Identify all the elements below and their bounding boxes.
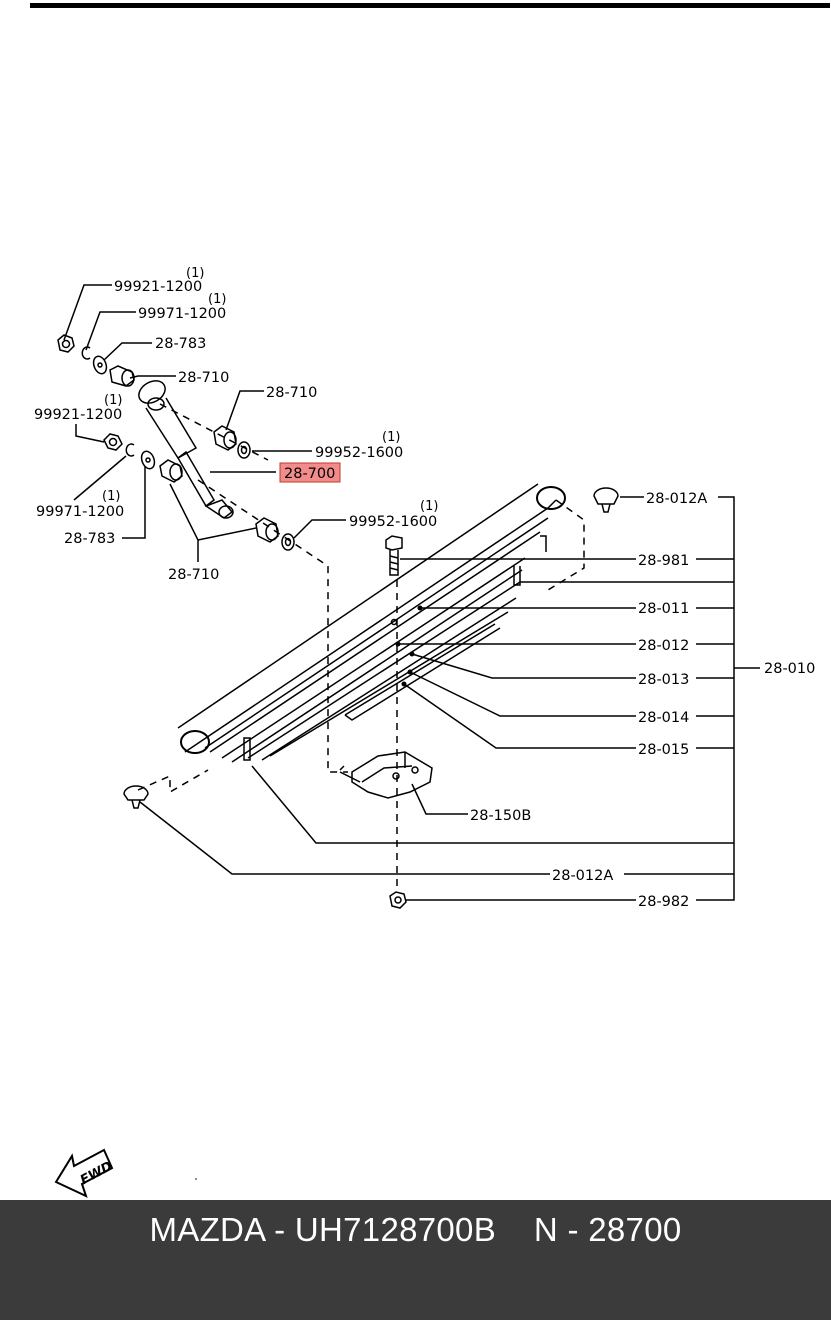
label-28-783-top: 28-783 [155,336,206,352]
spring-plate [339,751,433,799]
top-border [30,3,830,8]
parts-diagram: 99921-1200 (1) 99971-1200 (1) 28-783 28-… [30,3,830,1198]
hardware [57,334,619,909]
label-28-012: 28-012 [638,638,689,654]
label-28-710-bottom: 28-710 [168,567,219,583]
label-28-150B: 28-150B [470,808,531,824]
footer-part-number: MAZDA - UH7128700B N - 28700 [149,1211,682,1248]
label-28-981: 28-981 [638,553,689,569]
dashed-guides [137,403,585,890]
highlight-box [279,462,341,483]
qty-label: (1) [102,489,120,504]
label-28-011: 28-011 [638,601,689,617]
qty-label: (1) [382,430,400,445]
label-28-783-bottom: 28-783 [64,531,115,547]
footer-bar: MAZDA - UH7128700B N - 28700 [0,1200,831,1320]
label-28-010: 28-010 [764,661,815,677]
qty-label: (1) [208,292,226,307]
label-28-015: 28-015 [638,742,689,758]
label-28-012A-bottom: 28-012A [552,868,613,884]
qty-label: (1) [104,393,122,408]
label-99921-1200-mid: 99921-1200 [34,407,122,423]
label-99971-1200-bottom: 99971-1200 [36,504,124,520]
qty-label: (1) [186,266,204,281]
label-28-710-top-right: 28-710 [266,385,317,401]
qty-label: (1) [420,499,438,514]
label-28-982: 28-982 [638,894,689,910]
label-28-013: 28-013 [638,672,689,688]
label-99952-1600-top: 99952-1600 [315,445,403,461]
label-28-014: 28-014 [638,710,689,726]
leader-lines [63,284,760,901]
leader-dots [395,605,423,687]
label-99921-1200-top: 99921-1200 [114,279,202,295]
label-28-700[interactable]: 28-700 [284,466,335,482]
leaf-spring [177,483,566,763]
label-99971-1200-top: 99971-1200 [138,306,226,322]
label-28-012A-top: 28-012A [646,491,707,507]
label-28-710-top-left: 28-710 [178,370,229,386]
fwd-arrow-icon: FWD [54,1148,115,1198]
shock-absorber [138,380,234,519]
label-99952-1600-bottom: 99952-1600 [349,514,437,530]
